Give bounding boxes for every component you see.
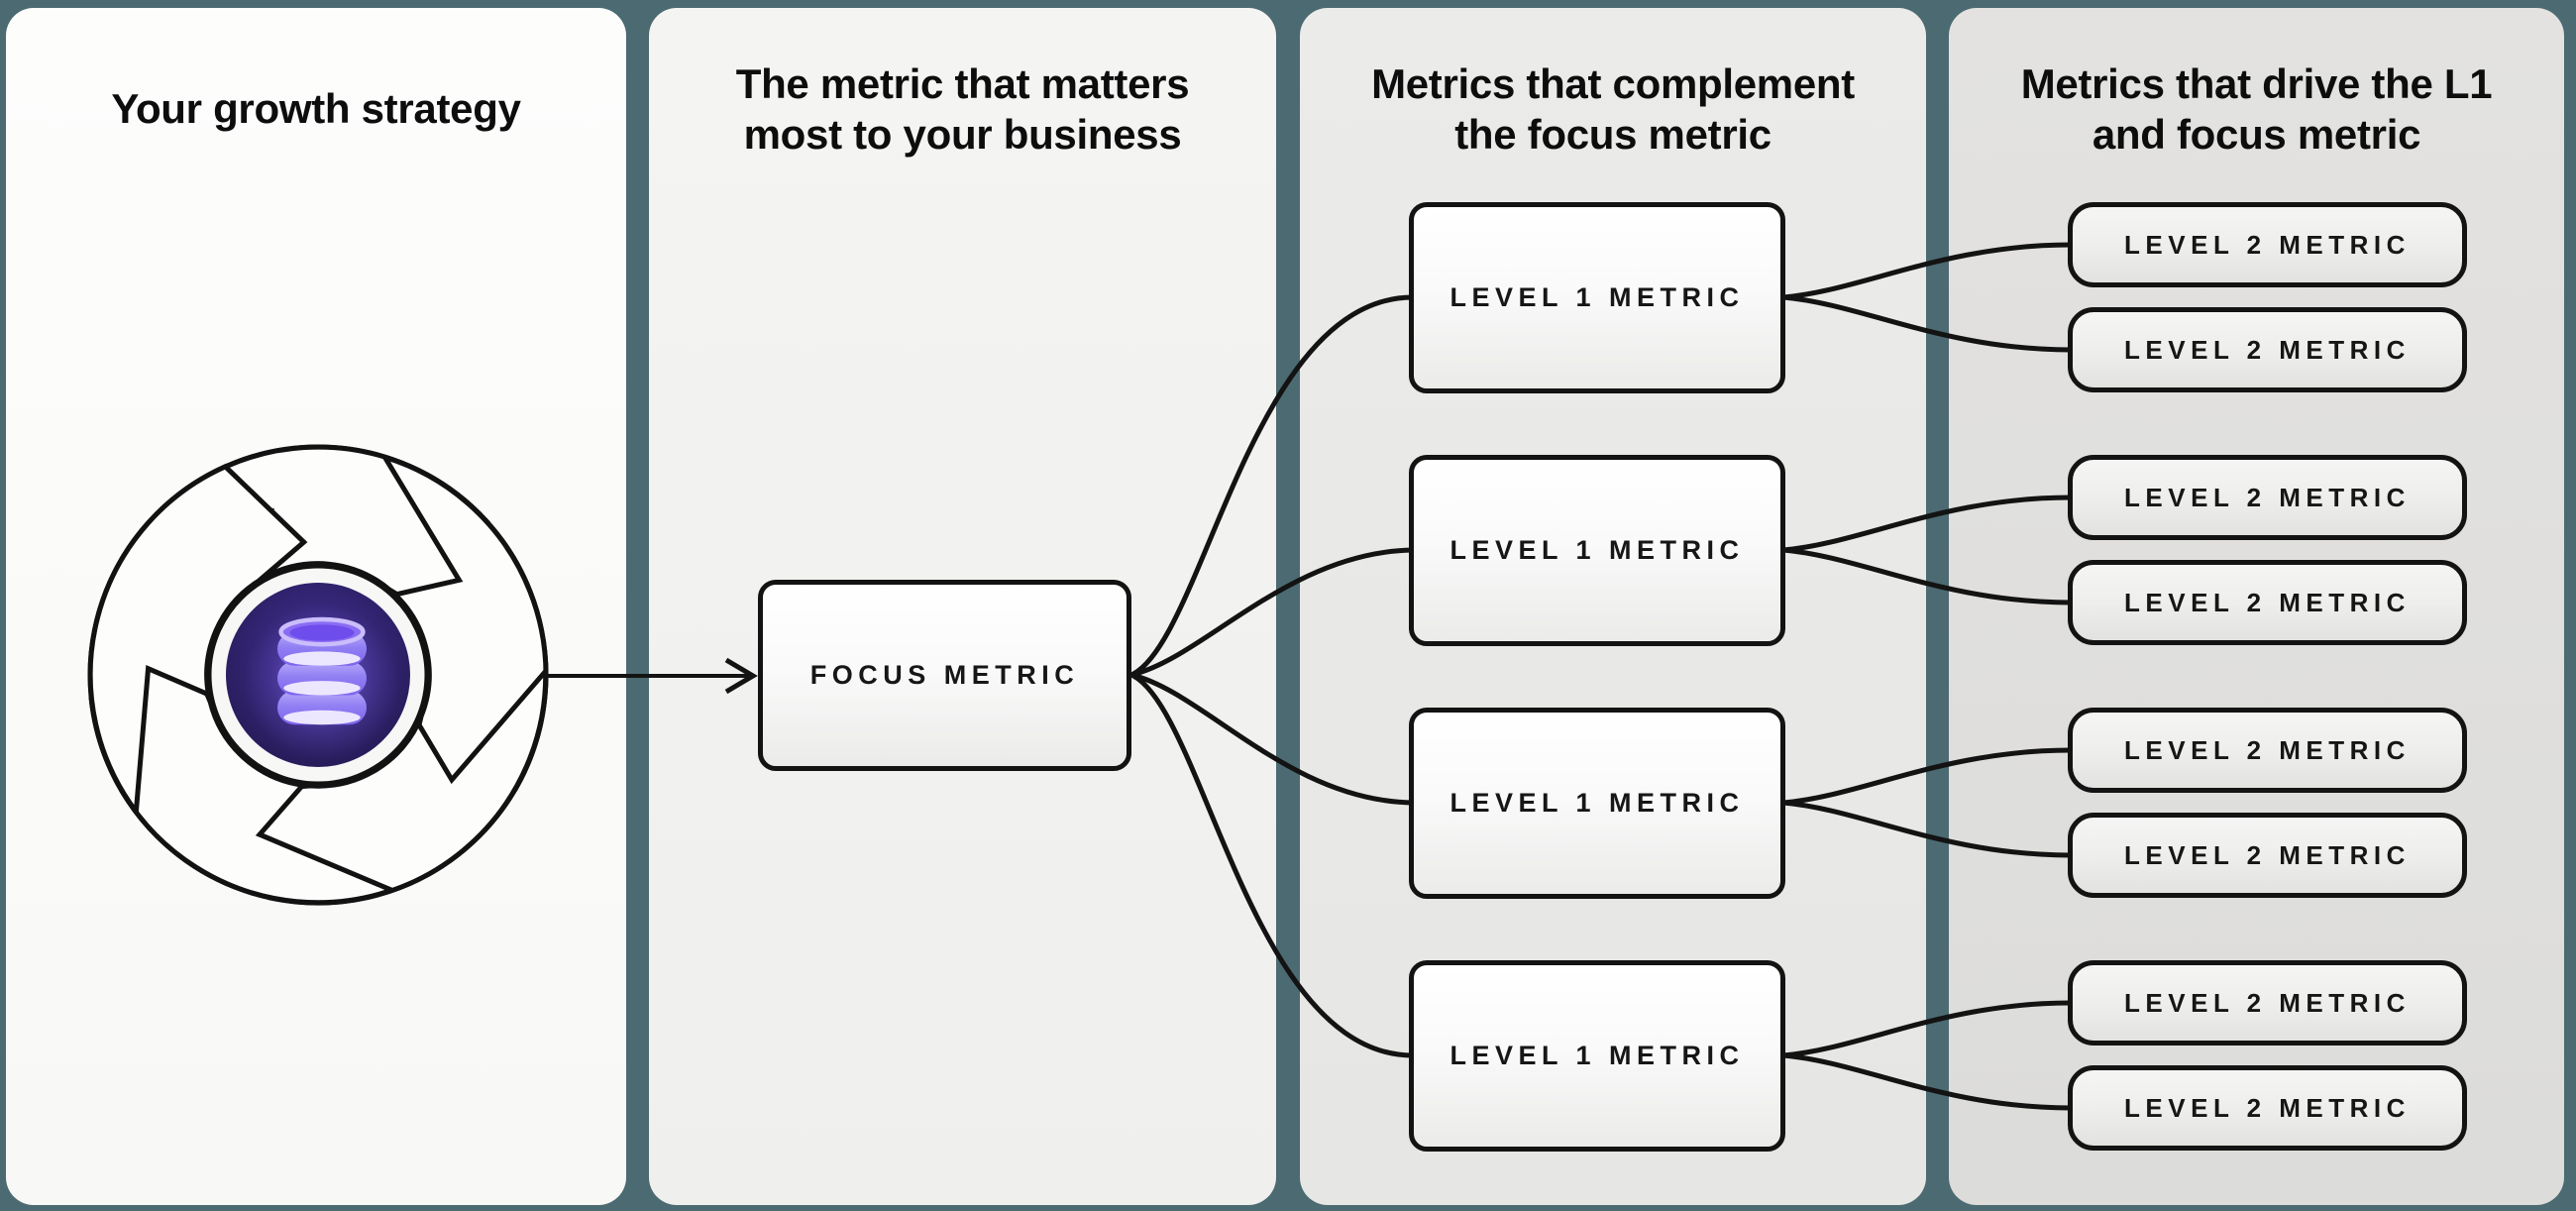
- node-label: LEVEL 2 METRIC: [2124, 734, 2411, 765]
- connector-path: [1129, 672, 1414, 1058]
- focus-metric-node: FOCUS METRIC: [758, 580, 1131, 771]
- level2-metric-node: LEVEL 2 METRIC: [2068, 202, 2467, 287]
- arrowhead-icon: [724, 657, 758, 695]
- node-label: LEVEL 2 METRIC: [2124, 334, 2411, 365]
- panel-title: The metric that matters most to your bus…: [735, 59, 1190, 158]
- node-label: LEVEL 2 METRIC: [2124, 587, 2411, 617]
- connector-path: [1782, 294, 2072, 353]
- level2-metric-node: LEVEL 2 METRIC: [2068, 960, 2467, 1046]
- level1-metric-node: LEVEL 1 METRIC: [1409, 455, 1785, 646]
- node-label: LEVEL 1 METRIC: [1449, 282, 1745, 312]
- connector-path: [1130, 547, 1414, 678]
- l1-to-l2-connectors: [1782, 242, 2072, 1111]
- level1-metric-node: LEVEL 1 METRIC: [1409, 960, 1785, 1152]
- node-label: LEVEL 2 METRIC: [2124, 987, 2411, 1018]
- level2-metric-node: LEVEL 2 METRIC: [2068, 813, 2467, 898]
- database-icon: [243, 603, 401, 761]
- node-label: LEVEL 1 METRIC: [1449, 1041, 1745, 1070]
- level1-metric-node: LEVEL 1 METRIC: [1409, 202, 1785, 393]
- level2-metric-node: LEVEL 2 METRIC: [2068, 708, 2467, 793]
- connector-path: [1782, 547, 2072, 606]
- connector-path: [1782, 495, 2072, 553]
- node-label: LEVEL 2 METRIC: [2124, 482, 2411, 512]
- panel-title: Your growth strategy: [111, 85, 521, 133]
- flywheel-to-focus-arrow: [548, 657, 758, 695]
- level2-metric-node: LEVEL 2 METRIC: [2068, 560, 2467, 645]
- node-label: LEVEL 1 METRIC: [1449, 535, 1745, 565]
- connector-path: [1782, 1052, 2072, 1111]
- focus-to-l1-connectors: [1129, 294, 1414, 1058]
- level2-metric-node: LEVEL 2 METRIC: [2068, 455, 2467, 540]
- level2-metric-node: LEVEL 2 METRIC: [2068, 307, 2467, 392]
- connector-path: [1782, 747, 2072, 806]
- panel-title: Metrics that drive the L1 and focus metr…: [2020, 59, 2493, 158]
- node-label: LEVEL 2 METRIC: [2124, 839, 2411, 870]
- node-label: FOCUS METRIC: [809, 660, 1080, 690]
- node-label: LEVEL 2 METRIC: [2124, 1092, 2411, 1123]
- node-label: LEVEL 2 METRIC: [2124, 229, 2411, 260]
- growth-flywheel-database-icon: [87, 444, 549, 906]
- flywheel-blades: [87, 444, 549, 906]
- node-label: LEVEL 1 METRIC: [1449, 788, 1745, 818]
- connector-path: [1130, 672, 1414, 806]
- connector-path: [1782, 242, 2072, 300]
- level2-metric-node: LEVEL 2 METRIC: [2068, 1065, 2467, 1151]
- connector-path: [1782, 1000, 2072, 1058]
- connector-path: [1782, 800, 2072, 858]
- panel-title: Metrics that complement the focus metric: [1371, 59, 1855, 158]
- connector-path: [1129, 294, 1414, 678]
- level1-metric-node: LEVEL 1 METRIC: [1409, 708, 1785, 899]
